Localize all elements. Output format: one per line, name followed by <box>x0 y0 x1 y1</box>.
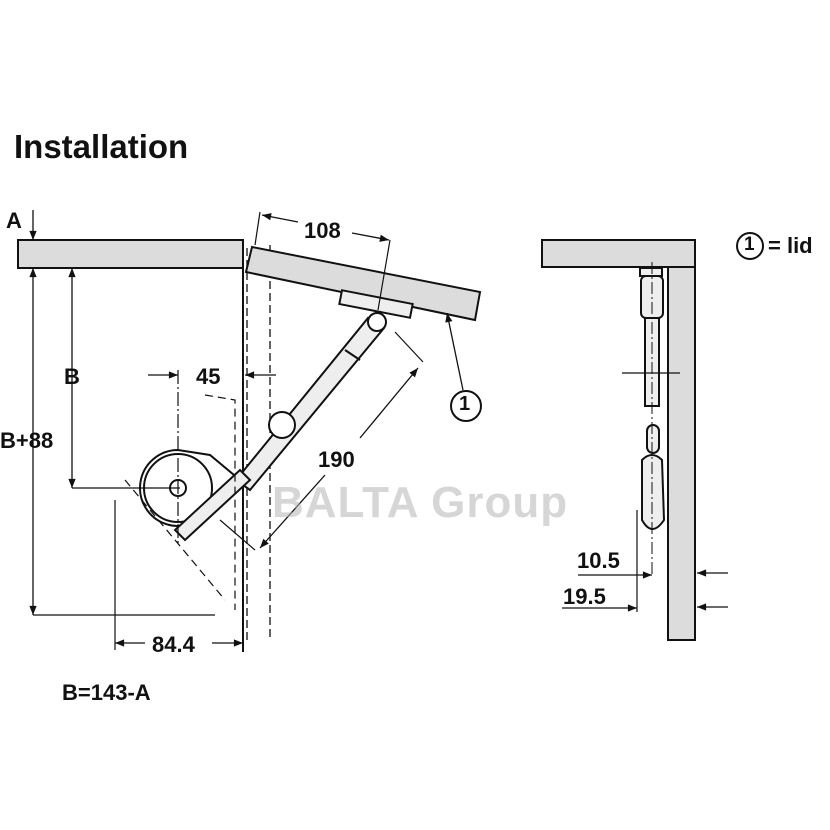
callout-number: 1 <box>459 393 471 415</box>
side-view-side-panel <box>667 266 696 641</box>
dim-19-5: 19.5 <box>563 584 606 609</box>
page-title: Installation <box>14 128 189 165</box>
dim-190: 190 <box>318 447 355 472</box>
lid-panel <box>244 245 482 322</box>
lift-arm <box>234 312 387 492</box>
dim-a: A <box>6 208 22 233</box>
spring-housing <box>139 448 252 542</box>
callout-circle <box>450 390 482 422</box>
dim-84-4: 84.4 <box>152 632 195 657</box>
legend-number: 1 <box>744 234 755 255</box>
watermark: BALTA Group <box>272 478 569 527</box>
legend-text: = lid <box>768 233 813 258</box>
dim-108: 108 <box>304 218 341 243</box>
legend-circle <box>736 232 764 260</box>
side-view-top-panel <box>541 239 696 268</box>
dim-10-5: 10.5 <box>577 548 620 573</box>
cabinet-top-panel <box>17 239 244 269</box>
mounting-plate <box>338 289 414 319</box>
dim-b-plus-88: B+88 <box>0 428 54 453</box>
formula: B=143-A <box>62 680 151 705</box>
dim-b: B <box>64 364 80 389</box>
dim-45: 45 <box>196 364 221 389</box>
